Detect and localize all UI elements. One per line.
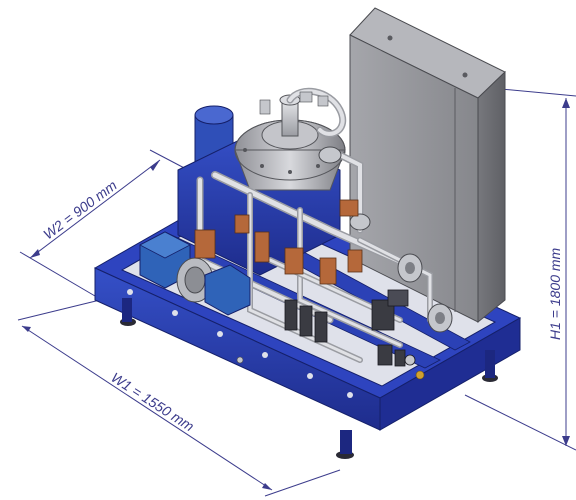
fittings [236, 91, 425, 380]
dimension-w1-label: W1 = 1550 mm [108, 369, 197, 435]
valves [194, 199, 363, 285]
dimension-w2-label: W2 = 900 mm [40, 177, 120, 243]
dimension-arrows [22, 98, 570, 490]
dimension-lines [17, 87, 576, 497]
dimension-h1-label: H1 = 1800 mm [547, 247, 563, 340]
instrument-manifold [284, 289, 416, 367]
pump-motors [139, 146, 453, 333]
